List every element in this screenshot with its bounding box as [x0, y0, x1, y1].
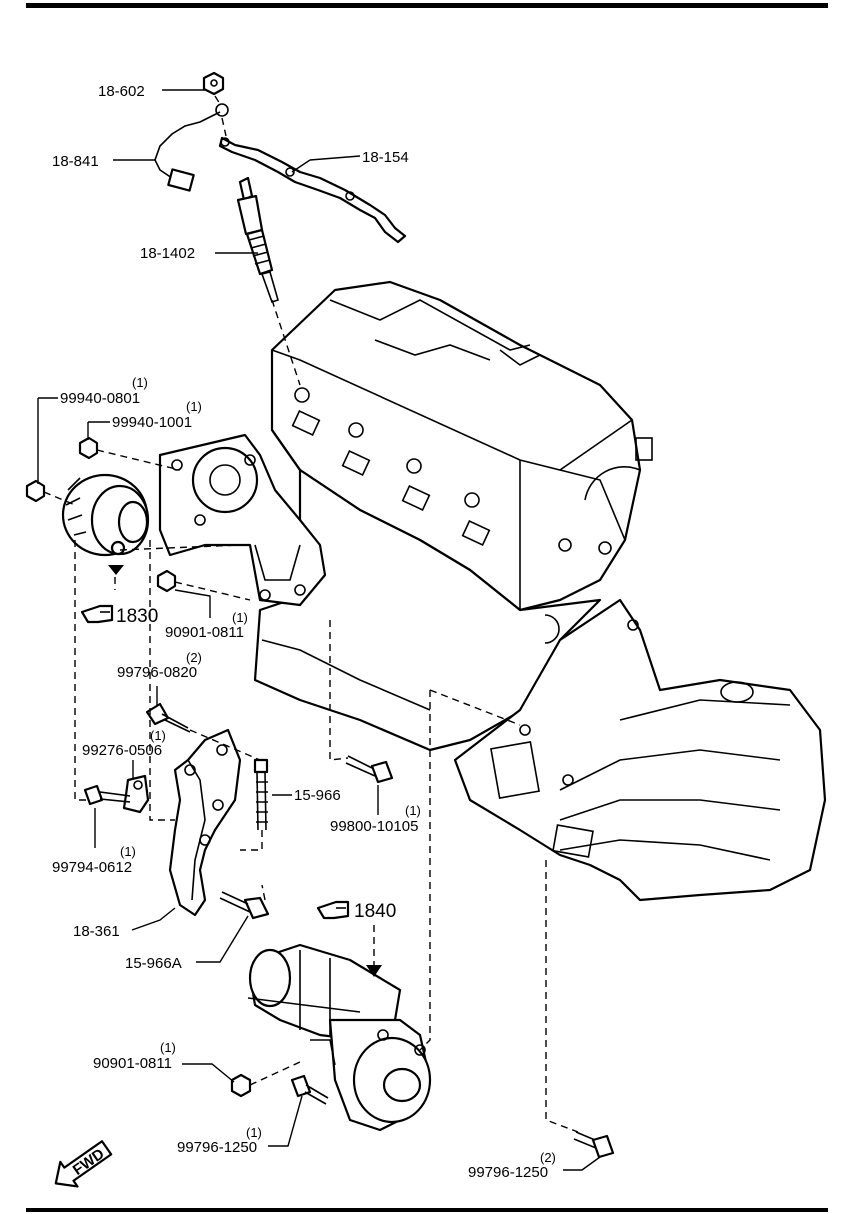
qty-99794-0612: (1)	[120, 844, 136, 859]
qty-90901-0811-b: (1)	[160, 1040, 176, 1055]
alternator	[61, 473, 150, 557]
reference-number-1840: 1840	[354, 901, 396, 922]
qty-99796-0820: (2)	[186, 650, 202, 665]
label-99800-10105: 99800-10105	[330, 818, 418, 835]
label-18-602: 18-602	[98, 83, 145, 100]
label-18-1402: 18-1402	[140, 245, 195, 262]
reference-1840[interactable]: 1840	[316, 900, 396, 922]
label-99796-1250-b: 99796-1250	[468, 1164, 548, 1181]
nut-icon	[202, 71, 225, 96]
bracket-18-361	[122, 728, 242, 917]
label-18-361: 18-361	[73, 923, 120, 940]
label-99276-0506: 99276-0506	[82, 742, 162, 759]
nut-icon	[78, 436, 99, 460]
qty-99940-0801: (1)	[132, 375, 148, 390]
nut-icon	[25, 479, 46, 503]
qty-99796-1250-b: (2)	[540, 1150, 556, 1165]
alternator-bracket	[158, 433, 327, 607]
bolt-icon	[591, 1134, 615, 1159]
label-99940-0801: 99940-0801	[60, 390, 140, 407]
arrow-left-icon	[54, 1140, 113, 1188]
nut-icon	[230, 1073, 252, 1098]
transmission	[453, 598, 827, 902]
label-99796-1250-a: 99796-1250	[177, 1139, 257, 1156]
qty-90901-0811-a: (1)	[232, 610, 248, 625]
bolt-icon	[243, 896, 270, 920]
label-99796-0820: 99796-0820	[117, 664, 197, 681]
qty-99800-10105: (1)	[405, 803, 421, 818]
reference-1830[interactable]: 1830	[80, 604, 158, 627]
qty-99940-1001: (1)	[186, 399, 202, 414]
arrow-icon	[366, 965, 382, 977]
label-15-966A: 15-966A	[125, 955, 182, 972]
label-18-841: 18-841	[52, 153, 99, 170]
label-99940-1001: 99940-1001	[112, 414, 192, 431]
pointing-hand-icon	[316, 900, 350, 920]
fasteners	[25, 436, 615, 1159]
arrow-icon	[108, 565, 124, 575]
bolt-icon	[370, 760, 394, 784]
nut-icon	[156, 569, 177, 593]
label-18-154: 18-154	[362, 149, 409, 166]
label-99794-0612: 99794-0612	[52, 859, 132, 876]
label-90901-0811-a: 90901-0811	[165, 624, 244, 641]
reference-number-1830: 1830	[116, 606, 158, 627]
qty-99276-0506: (1)	[150, 728, 166, 743]
starter-motor	[247, 943, 432, 1132]
label-90901-0811-b: 90901-0811	[93, 1055, 172, 1072]
bolt-icon	[83, 784, 104, 806]
leader-lines	[37, 89, 601, 1171]
bolt-icon	[290, 1074, 312, 1098]
top-border	[26, 3, 828, 8]
qty-99796-1250-a: (1)	[246, 1125, 262, 1140]
glow-plug-leads	[154, 71, 407, 304]
stud-icon	[253, 758, 269, 774]
fwd-direction-badge: FWD	[54, 1140, 113, 1188]
bottom-border	[26, 1208, 828, 1212]
pointing-hand-icon	[80, 604, 114, 624]
alignment-lines	[43, 95, 579, 1133]
label-15-966: 15-966	[294, 787, 341, 804]
